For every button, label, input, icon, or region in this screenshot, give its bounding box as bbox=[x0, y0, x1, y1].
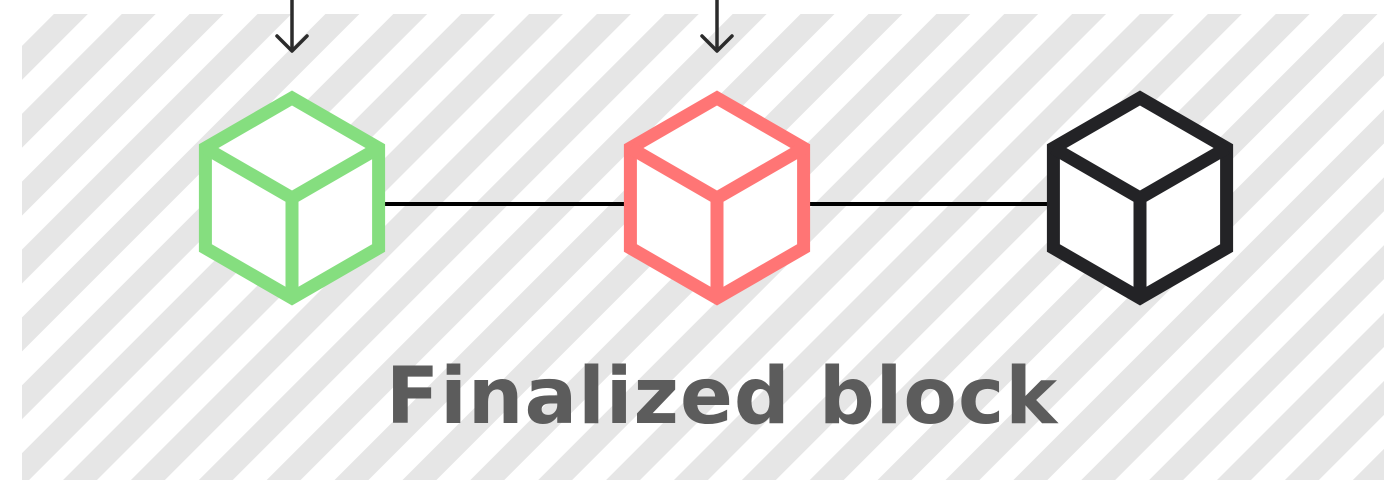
diagram-caption: Finalized block bbox=[385, 352, 1059, 442]
cube-edges bbox=[627, 142, 807, 298]
chain-blocks bbox=[198, 90, 1234, 306]
block-1-cube-icon bbox=[198, 90, 386, 306]
down-arrow-icon bbox=[275, 0, 309, 53]
down-arrow-icon bbox=[700, 0, 734, 53]
block-3-cube-icon bbox=[1046, 90, 1234, 306]
block-2-cube-icon bbox=[623, 90, 811, 306]
incoming-arrows bbox=[275, 0, 734, 53]
cube-edges bbox=[202, 142, 382, 298]
cube-edges bbox=[1050, 142, 1230, 298]
